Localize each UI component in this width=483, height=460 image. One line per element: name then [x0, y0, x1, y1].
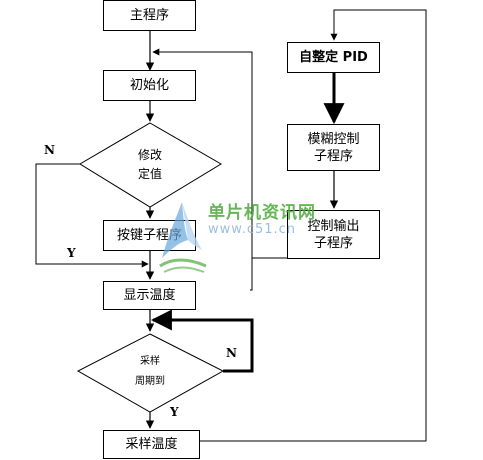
node-sample-period: 采样 周期到 — [115, 352, 185, 392]
sample-line2: 周期到 — [135, 376, 165, 387]
node-display-temperature: 显示温度 — [103, 281, 196, 310]
node-control-output: 控制输出 子程序 — [287, 210, 380, 259]
node-initialize: 初始化 — [103, 70, 196, 101]
node-key-label: 按键子程序 — [116, 228, 182, 243]
fuzzy-line1: 模糊控制 — [307, 131, 360, 147]
fuzzy-line2: 子程序 — [313, 148, 353, 164]
node-sampletemp-label: 采样温度 — [125, 437, 178, 452]
arrow-modify-no — [35, 163, 149, 268]
node-autotune-pid: 自整定 PID — [287, 42, 380, 73]
modify-line1: 修改 — [137, 148, 162, 162]
node-fuzzy-control: 模糊控制 子程序 — [287, 124, 380, 171]
node-display-label: 显示温度 — [123, 288, 176, 303]
node-main-label: 主程序 — [129, 8, 169, 23]
arrow-sample-no — [150, 309, 254, 373]
node-main-program: 主程序 — [103, 0, 196, 31]
loop-line-bottom — [250, 258, 253, 291]
node-pid-label: 自整定 PID — [299, 50, 368, 65]
output-line2: 子程序 — [313, 235, 353, 251]
label-sample-no: N — [226, 346, 237, 360]
label-modify-yes: Y — [67, 246, 76, 260]
label-modify-no: N — [44, 143, 55, 157]
sample-line1: 采样 — [140, 356, 160, 367]
output-line1: 控制输出 — [307, 218, 360, 234]
node-modify-setpoint: 修改 定值 — [115, 146, 185, 184]
modify-line2: 定值 — [137, 167, 162, 181]
node-sample-temperature: 采样温度 — [103, 430, 200, 459]
label-sample-yes: Y — [170, 405, 179, 419]
node-key-subroutine: 按键子程序 — [103, 220, 196, 251]
arrow-temp-to-pid — [200, 9, 427, 442]
node-init-label: 初始化 — [129, 78, 169, 93]
